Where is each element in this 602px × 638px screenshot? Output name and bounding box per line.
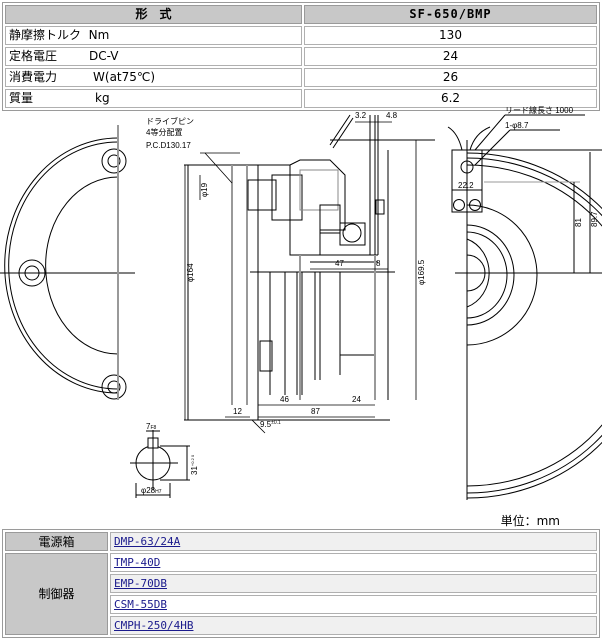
dim-bore-value: φ28 xyxy=(141,486,156,495)
dim-87: 87 xyxy=(311,407,320,416)
side-section-view xyxy=(184,114,435,421)
controller-row: CSM-55DB xyxy=(5,595,597,614)
accessories-table: 電源箱 DMP-63/24A 制御器 TMP-40D EMP-70DB CSM-… xyxy=(2,529,600,638)
spec-row: 消費電力 W(at75℃) 26 xyxy=(5,68,597,87)
power-box-cell: DMP-63/24A xyxy=(110,532,597,551)
dim-key-width-tolerance: F8 xyxy=(150,425,156,431)
dim-47: 47 xyxy=(335,259,344,268)
spec-row: 質量 kg 6.2 xyxy=(5,89,597,108)
link-tmp-40d[interactable]: TMP-40D xyxy=(114,556,161,569)
dim-bore: φ28H7 xyxy=(141,486,162,495)
drawing-canvas: ドライブピン 4等分配置 P.C.D130.17 3.2 4.8 φ19 φ16… xyxy=(0,105,602,500)
spec-row-label: 定格電圧 DC-V xyxy=(5,47,302,66)
dim-key-depth-value: 31 xyxy=(190,466,199,475)
dim-phi164: φ164 xyxy=(186,263,195,282)
link-csm-55db[interactable]: CSM-55DB xyxy=(114,598,167,611)
controller-cell: EMP-70DB xyxy=(110,574,597,593)
spec-unit: DC-V xyxy=(89,49,119,63)
unit-note: 単位：mm xyxy=(500,514,560,528)
spec-row-label: 静摩擦トルク Nm xyxy=(5,26,302,45)
spec-unit: W(at75℃) xyxy=(93,70,156,84)
rear-view-right xyxy=(447,114,602,500)
dim-22-2: 22.2 xyxy=(458,181,474,190)
controller-cell: CMPH-250/4HB xyxy=(110,616,597,635)
spec-name: 定格電圧 xyxy=(9,49,58,63)
dim-key-width-value: 7 xyxy=(146,422,151,431)
spec-header-label: 形 式 xyxy=(5,5,302,24)
label-drive-pin: ドライブピン xyxy=(146,116,194,126)
label-drive-pin-pcd: P.C.D130.17 xyxy=(146,141,191,150)
power-box-label: 電源箱 xyxy=(5,532,108,551)
spec-row-label: 質量 kg xyxy=(5,89,302,108)
spec-value: 130 xyxy=(304,26,597,45)
dim-8: 8 xyxy=(376,259,381,268)
front-view-left xyxy=(0,137,135,400)
spec-value: 26 xyxy=(304,68,597,87)
dim-46: 46 xyxy=(280,395,289,404)
label-lead-wire: リード線長さ 1000 xyxy=(505,105,574,115)
dim-phi19: φ19 xyxy=(200,182,209,197)
dim-key-depth: 31+0.2 0 xyxy=(190,454,199,475)
dim-bore-tolerance: H7 xyxy=(155,489,162,495)
controller-row: CMPH-250/4HB xyxy=(5,616,597,635)
dim-12: 12 xyxy=(233,407,242,416)
dim-9-5-value: 9.5 xyxy=(260,420,272,429)
dim-89-7: 89.7 xyxy=(590,211,599,227)
spec-unit: Nm xyxy=(88,28,110,42)
keyway-detail xyxy=(130,430,190,498)
spec-name: 質量 xyxy=(9,91,34,105)
spec-value: 24 xyxy=(304,47,597,66)
spec-row-label: 消費電力 W(at75℃) xyxy=(5,68,302,87)
power-box-row: 電源箱 DMP-63/24A xyxy=(5,532,597,551)
dim-24: 24 xyxy=(352,395,361,404)
spec-value: 6.2 xyxy=(304,89,597,108)
dim-phi169-5: φ169.5 xyxy=(417,259,426,285)
dim-9-5-tolerance: ±0.1 xyxy=(271,420,281,426)
spec-header-model: SF-650/BMP xyxy=(304,5,597,24)
controller-label: 制御器 xyxy=(5,553,108,635)
dim-9-5: 9.5±0.1 xyxy=(260,420,281,429)
spec-table: 形 式 SF-650/BMP 静摩擦トルク Nm 130 定格電圧 DC-V 24… xyxy=(2,2,600,111)
controller-row: EMP-70DB xyxy=(5,574,597,593)
label-drive-pin-layout: 4等分配置 xyxy=(146,127,182,137)
spec-name: 静摩擦トルク xyxy=(9,28,82,42)
spec-header-row: 形 式 SF-650/BMP xyxy=(5,5,597,24)
link-emp-70db[interactable]: EMP-70DB xyxy=(114,577,167,590)
spec-unit: kg xyxy=(95,91,110,105)
spec-row: 定格電圧 DC-V 24 xyxy=(5,47,597,66)
dim-4-8: 4.8 xyxy=(386,111,398,120)
controller-cell: CSM-55DB xyxy=(110,595,597,614)
spec-row: 静摩擦トルク Nm 130 xyxy=(5,26,597,45)
link-dmp-63-24a[interactable]: DMP-63/24A xyxy=(114,535,181,548)
controller-cell: TMP-40D xyxy=(110,553,597,572)
label-hole: 1-φ8.7 xyxy=(505,121,529,130)
dimension-lines xyxy=(184,121,417,434)
dim-key-width: 7F8 xyxy=(146,422,157,431)
spec-name: 消費電力 xyxy=(9,70,58,84)
dim-3-2: 3.2 xyxy=(355,111,367,120)
controller-row: 制御器 TMP-40D xyxy=(5,553,597,635)
technical-drawing: ドライブピン 4等分配置 P.C.D130.17 3.2 4.8 φ19 φ16… xyxy=(0,105,602,505)
dim-key-depth-tolerance: +0.2 0 xyxy=(190,454,195,466)
link-cmph-250-4hb[interactable]: CMPH-250/4HB xyxy=(114,619,194,632)
dim-81: 81 xyxy=(574,218,583,227)
